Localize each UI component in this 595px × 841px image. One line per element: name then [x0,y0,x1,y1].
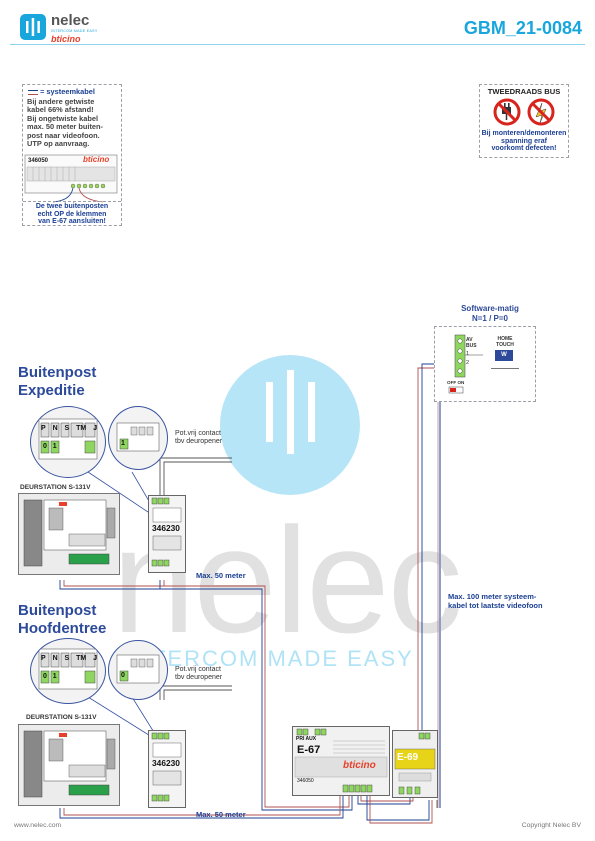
system-cable-note: Max. 100 meter systeem- kabel tot laatst… [448,592,543,610]
station-1-dip-switch: P N S TM J 0 1 [30,406,106,478]
no-plug-icon [493,98,521,126]
door-panel-icon [23,730,116,798]
av-bus-label: AV BUS [466,337,477,349]
watermark-tagline: INTERCOM MADE EASY [126,646,414,671]
software-config-label: Software-matig N=1 / P=0 [461,304,519,323]
e67-icon [294,728,388,793]
part-number: 346050 [28,158,49,164]
station-2-distance: Max. 50 meter [196,810,246,819]
home-touch-label: HOME TOUCH [496,336,514,348]
home-touch-terminals [448,334,483,394]
station-1-module-dip: 1 [108,406,168,470]
footer-copyright: Copyright Nelec BV [521,822,581,829]
e69-device: E-69 [392,730,438,798]
off-on-switch: OFF ON [447,380,465,385]
home-touch-screen-icon: W [495,350,513,361]
station-2-heading: Buitenpost Hoofdentree [18,602,107,637]
header-rule [10,44,585,45]
station-2-contact-label: Pot.vrij contact tbv deuropener [175,666,223,681]
e69-icon [394,732,436,795]
cable-rules: Bij andere getwiste kabel 66% afstand! B… [27,97,103,149]
e67-power-supply: PRI AUX E-67 346050 bticino [292,726,390,796]
dip-switch-icon [38,648,98,690]
module-icon [151,497,182,567]
station-1-contact-label: Pot.vrij contact tbv deuropener [175,430,223,445]
divider [23,201,121,202]
station-2-label: DEURSTATION S-131V [26,714,97,721]
station-2-dip-switch: P N S TM J 0 1 [30,638,106,704]
module-part-number: 346230 [152,523,180,533]
e67-bticino-mark: bticino [343,760,376,771]
nelec-logo-icon [20,14,46,40]
module-dip-icon [116,654,160,684]
e67-pri-aux: PRI AUX [296,736,317,742]
station-2-module-dip: 0 [108,640,168,700]
module-dip-value: 1 [121,440,125,447]
legend-line-icon [28,89,38,95]
dip-labels: P N S TM J [41,425,97,432]
bus-warning-text: Bij monteren/demonteren spanning eraf vo… [481,130,567,153]
bus-warning-box: TWEEDRAADS BUS Bij monteren/demonteren s… [479,84,569,158]
legend-system-cable: = systeemkabel [28,87,95,96]
warning-icons [493,98,555,126]
brand-tagline: INTERCOM MADE EASY [51,29,98,33]
e67-terminal-illustration [24,154,118,203]
home-touch-bar [491,363,519,369]
station-2-module-346230: 346230 [148,730,186,808]
bus-warning-title: TWEEDRAADS BUS [487,87,561,96]
module-dip-icon [116,422,160,452]
connection-warning: De twee buitenposten echt OP de klemmen … [35,203,109,226]
module-icon [151,732,182,802]
module-dip-value: 0 [121,672,125,679]
e67-part: 346050 [297,778,314,784]
bticino-logo: bticino [51,34,81,44]
home-touch-box: AV BUS 1 2 HOME TOUCH W OFF ON [434,326,536,402]
no-electric-icon [527,98,555,126]
e67-name: E-67 [297,744,321,756]
station-1-module-346230: 346230 [148,495,186,573]
dip-labels: P N S TM J [41,655,97,662]
door-panel-icon [23,499,116,567]
station-2-door-panel [18,724,120,806]
station-1-label: DEURSTATION S-131V [20,484,91,491]
dip-values: 0 1 [43,443,57,450]
cable-note-box: = systeemkabel Bij andere getwiste kabel… [22,84,122,226]
brand-name: nelec [51,12,90,29]
station-1-heading: Buitenpost Expeditie [18,364,97,399]
document-id: GBM_21-0084 [463,18,582,38]
footer-website: www.nelec.com [14,822,62,829]
dip-switch-icon [38,418,98,460]
terminal-1-label: 1 [466,351,470,357]
station-1-door-panel [18,493,120,575]
nelec-logo: nelec INTERCOM MADE EASY bticino [20,12,120,44]
e69-name: E-69 [397,752,419,763]
bticino-mark: bticino [83,155,110,164]
station-1-distance: Max. 50 meter [196,571,246,580]
module-part-number: 346230 [152,758,180,768]
dip-values: 0 1 [43,673,57,680]
terminal-2-label: 2 [466,360,470,366]
